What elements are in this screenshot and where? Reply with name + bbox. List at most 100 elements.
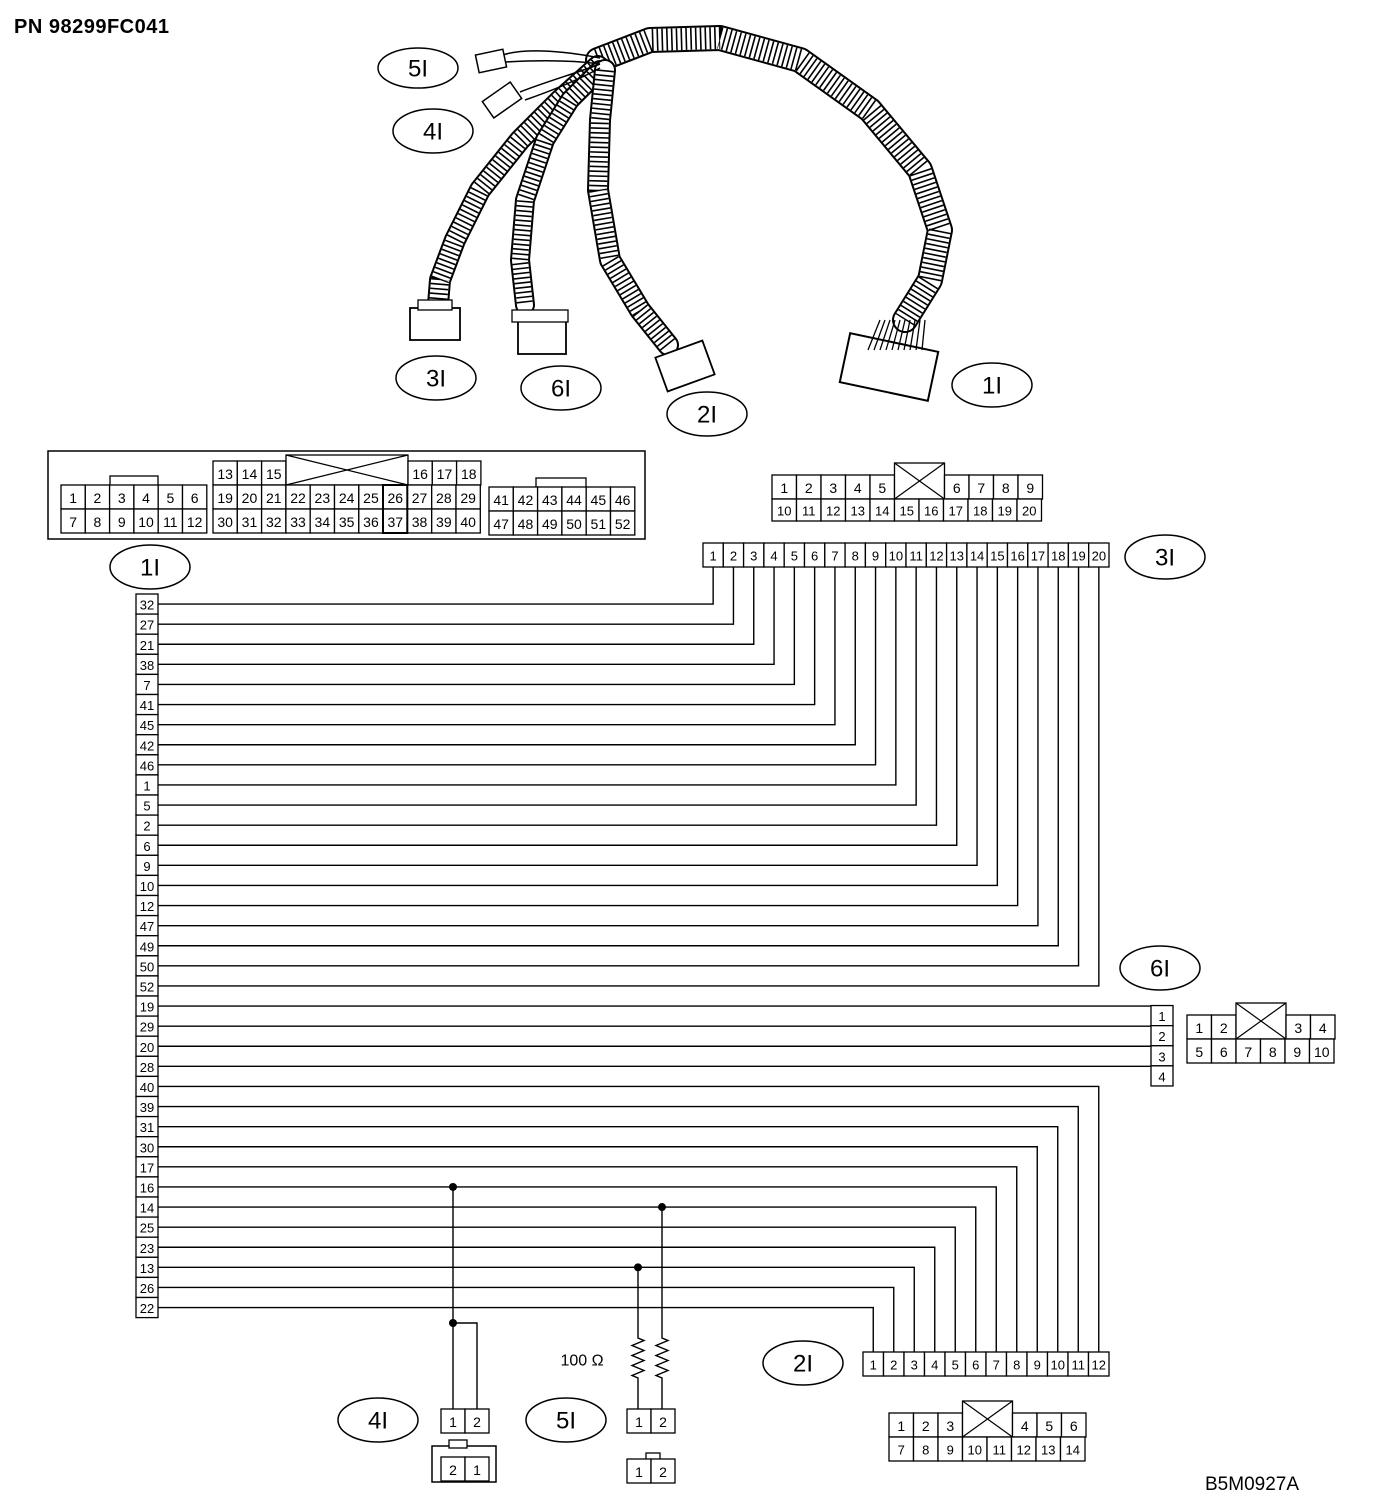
connector-1I-pin-label: 30: [217, 514, 233, 530]
connector-2I-pin-box: [1011, 1412, 1038, 1438]
connector-3I-wire-pin-label: 14: [970, 549, 984, 564]
connector-1I-plug: [838, 332, 940, 402]
connector-4I-wire-pin-label: 2: [473, 1414, 481, 1430]
connector-3I-pin-label: 2: [805, 480, 813, 496]
connector-2I-pin-box: [1059, 1436, 1086, 1462]
connector-3I-key-cross-b: [894, 462, 945, 500]
connector-3I-pin-box: [968, 474, 995, 500]
connector-1I-pin: 12: [181, 508, 208, 534]
connector-3I-wire-pin: 3: [742, 542, 765, 568]
connector-2I-wire-pin-label: 5: [952, 1358, 959, 1373]
connector-1I-pin: 36: [358, 508, 384, 534]
connector-4I-face-pin-label: 1: [473, 1462, 481, 1478]
connector-1I-key-cross-b: [285, 454, 409, 486]
wiring-lines: 100 Ω: [158, 567, 1151, 1409]
connector-3I-wire-pin: 9: [864, 542, 887, 568]
connector-1I-pin: 52: [609, 510, 636, 536]
connector-1I-wire-pin: 2: [135, 814, 159, 836]
connector-3I-wire-pin-label: 12: [929, 549, 943, 564]
connector-5I-wire-pin-box: [650, 1408, 676, 1434]
connector-1I-pin-label: 35: [339, 514, 355, 530]
connector-2I-wire-pin-label: 2: [890, 1358, 897, 1373]
connector-1I-wire-pin-label: 12: [140, 899, 154, 914]
connector-6I-pin: 5: [1186, 1038, 1213, 1064]
connector-6I-wire-pin-label: 4: [1158, 1069, 1165, 1084]
callout-3I-label: 3I: [1155, 545, 1175, 572]
resistor-label: 100 Ω: [560, 1353, 603, 1370]
connector-3I-plug: [409, 307, 461, 341]
connector-5I-wire-pin-label: 2: [659, 1414, 667, 1430]
connector-4I-wire-pin-box: [440, 1408, 466, 1434]
connector-1I-pin: 32: [260, 508, 287, 534]
wire-1I-to-3I: [158, 567, 1100, 987]
connector-1I-wire-pin: 6: [135, 834, 159, 856]
connector-3I-wire-pin-label: 16: [1010, 549, 1024, 564]
connector-1I-pin: 27: [406, 484, 433, 510]
connector-1I-wire-pin-label: 45: [140, 718, 154, 733]
connector-1I-pin-box: [585, 486, 612, 512]
connector-1I-pin-label: 13: [217, 466, 233, 482]
wire-1I-to-3I: [158, 567, 938, 826]
connector-1I-pin-label: 34: [315, 514, 331, 530]
wire-1I-to-3I: [158, 567, 1039, 927]
callout-5I-top-shape: [377, 47, 459, 89]
connector-3I-wire-pin-label: 13: [950, 549, 964, 564]
connector-6I-pin-box: [1210, 1038, 1237, 1064]
connector-6I-pin-label: 6: [1220, 1044, 1228, 1060]
connector-1I-wire-pin-label: 39: [140, 1100, 154, 1115]
connector-1I-wire-pin: 1: [135, 774, 159, 796]
connector-1I-pin-box: [512, 486, 539, 512]
connector-3I-pin: 16: [918, 498, 945, 522]
connector-2I-pin-label: 13: [1041, 1443, 1055, 1458]
harness-branch-3I-ribs: [429, 59, 605, 306]
connector-6I-pin-box: [1259, 1038, 1286, 1064]
connector-1I-pin: 30: [212, 508, 238, 534]
wire-1I-to-2I: [158, 1105, 1079, 1352]
connector-3I-pin-label: 3: [829, 480, 837, 496]
connector-1I-pin: 50: [561, 510, 587, 536]
wire-1I-to-3I: [158, 567, 999, 887]
connector-3I-wire-pin: 19: [1067, 542, 1090, 568]
connector-6I-pin-label: 10: [1314, 1044, 1330, 1060]
connector-4I-face-pin-label: 2: [449, 1462, 457, 1478]
wire-1I-to-3I: [158, 567, 836, 726]
connector-3I-plug-lock: [417, 299, 453, 311]
wire-1I-to-2I: [158, 1146, 1038, 1352]
connector-3I-wire-pin: 15: [986, 542, 1009, 568]
connector-1I-pin-label: 52: [615, 516, 631, 532]
connector-4I-face-pin-box: [464, 1456, 490, 1482]
connector-1I-pin-box: [488, 510, 514, 536]
connector-1I-wire-pin: 13: [135, 1256, 159, 1279]
connector-1I-wire-pin-label: 22: [140, 1301, 154, 1316]
connector-1I-pin-box: [285, 508, 311, 534]
connector-1I-pin-box: [455, 508, 481, 534]
callout-2I-label: 2I: [793, 1351, 813, 1378]
callout-5I-top-label: 5I: [408, 56, 428, 83]
connector-3I-pin-box: [992, 474, 1019, 500]
connector-3I-wire-pin-label: 18: [1051, 549, 1065, 564]
connector-5I-plug: [474, 48, 508, 74]
wire-1I-to-3I: [158, 567, 958, 846]
connector-3I-pin-label: 19: [998, 504, 1012, 519]
connector-5I-face-pin-label: 1: [635, 1464, 643, 1480]
connector-2I-pin: 14: [1059, 1436, 1086, 1462]
connector-2I-wire-pin-label: 8: [1013, 1358, 1020, 1373]
connector-1I-pin: 17: [431, 460, 458, 486]
connector-1I-wire-pin-label: 50: [140, 959, 154, 974]
connector-2I-wire-pin: 6: [964, 1351, 987, 1377]
connector-3I-pin-label: 18: [973, 504, 987, 519]
connector-6I-pin: 2: [1210, 1014, 1237, 1040]
connector-1I-wire-pin-label: 2: [143, 819, 150, 834]
connector-1I-pin-label: 1: [69, 490, 77, 506]
connector-2I-wire-pin: 11: [1067, 1351, 1090, 1377]
connector-3I-wire-pin: 5: [783, 542, 806, 568]
connector-1I-wire-pin: 46: [135, 754, 159, 776]
connector-1I-pin-label: 36: [363, 514, 379, 530]
connector-6I-pin-label: 3: [1294, 1020, 1302, 1036]
connector-1I-pin: 16: [407, 460, 433, 486]
connector-6I-pin-box: [1235, 1038, 1262, 1064]
connector-1I-wire-pin-label: 21: [140, 638, 154, 653]
connector-3I-pin: 12: [820, 498, 847, 522]
